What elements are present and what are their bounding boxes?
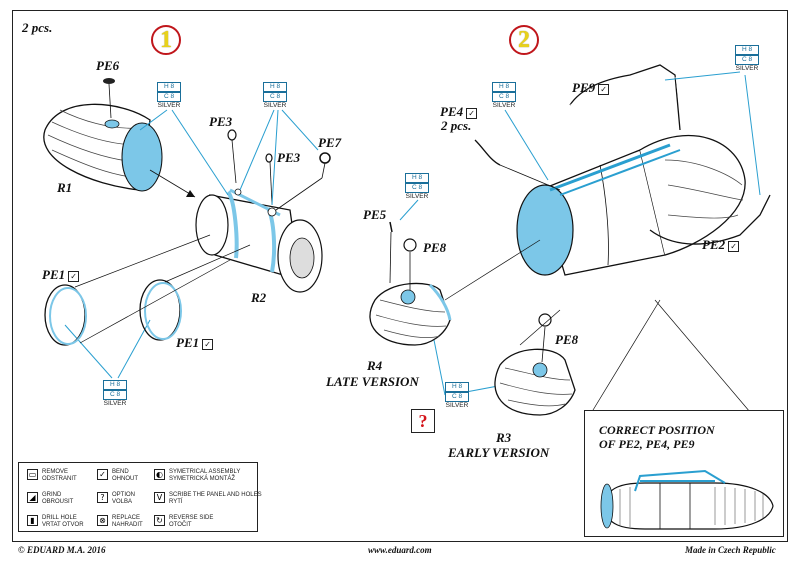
footer-made-in: Made in Czech Republic	[685, 545, 776, 555]
sheet-frame	[12, 10, 788, 542]
bend-icon: ✓	[68, 270, 80, 282]
label-pe2: PE2✓	[702, 237, 740, 253]
step-1-marker: 1	[151, 25, 181, 55]
label-pe1-a: PE1✓	[42, 267, 80, 283]
part-pe1-rings	[44, 234, 251, 346]
bend-icon: ✓	[598, 83, 610, 95]
inset-drawing	[600, 469, 774, 530]
part-r3-cone	[494, 348, 576, 416]
label-pe9: PE9✓	[572, 80, 610, 96]
label-pe3-a: PE3	[209, 114, 233, 129]
label-r2: R2	[251, 290, 267, 305]
quantity-label: 2 pcs.	[22, 20, 53, 35]
label-pe4-qty: 2 pcs.	[441, 118, 472, 133]
label-r1: R1	[57, 180, 73, 195]
drill-icon: ▮	[27, 515, 38, 526]
bend-icon: ✓	[728, 240, 740, 252]
label-r3-version: EARLY VERSION	[448, 445, 550, 460]
part-r2-section	[195, 188, 323, 293]
label-pe6: PE6	[96, 58, 120, 73]
part-r1-cone	[43, 103, 163, 192]
grind-icon: ◢	[27, 492, 38, 503]
label-pe8-a: PE8	[423, 240, 447, 255]
part-pe9-wire	[569, 64, 681, 131]
label-r4-version: LATE VERSION	[326, 374, 419, 389]
footer-website: www.eduard.com	[368, 545, 432, 555]
part-assembled-section	[516, 134, 746, 276]
label-pe5: PE5	[363, 207, 387, 222]
correct-position-inset: CORRECT POSITION OF PE2, PE4, PE9	[584, 410, 784, 537]
inset-title-line2: OF PE2, PE4, PE9	[599, 437, 695, 451]
bend-icon: ✓	[466, 107, 478, 119]
label-r4: R4	[367, 358, 383, 373]
reverse-icon: ↻	[154, 515, 165, 526]
label-pe3-b: PE3	[277, 150, 301, 165]
label-pe7: PE7	[318, 135, 342, 150]
part-r4-cone	[369, 282, 452, 346]
part-pe2-wire	[649, 194, 771, 245]
label-pe4: PE4✓	[440, 104, 478, 120]
part-pe6	[103, 78, 115, 84]
label-pe1-b: PE1✓	[176, 335, 214, 351]
label-pe8-b: PE8	[555, 332, 579, 347]
replace-icon: ⊗	[97, 515, 108, 526]
remove-icon: ▭	[27, 469, 38, 480]
label-r3: R3	[496, 430, 512, 445]
footer-copyright: © EDUARD M.A. 2016	[18, 545, 106, 555]
bend-icon: ✓	[202, 338, 214, 350]
scribe-icon: V	[154, 492, 165, 503]
step-2-marker: 2	[509, 25, 539, 55]
inset-title-line1: CORRECT POSITION	[599, 423, 715, 437]
symmetrical-icon: ◐	[154, 469, 165, 480]
option-mark: ?	[411, 409, 435, 433]
option-icon: ?	[97, 492, 108, 503]
bend-icon: ✓	[97, 469, 108, 480]
